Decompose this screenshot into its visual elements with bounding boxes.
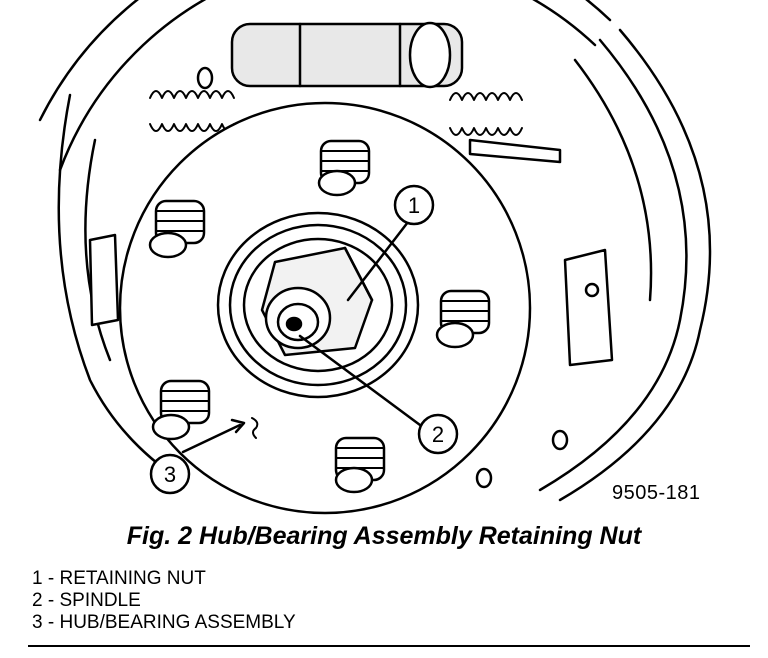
callout-label-2: 2 xyxy=(432,422,444,447)
legend: 1 - RETAINING NUT 2 - SPINDLE 3 - HUB/BE… xyxy=(32,568,296,634)
wheel-stud xyxy=(317,139,371,197)
callout-bubble-2 xyxy=(417,413,459,455)
callout-label-1: 1 xyxy=(408,193,420,218)
legend-item: 1 - RETAINING NUT xyxy=(32,568,296,590)
legend-number: 2 xyxy=(32,590,43,611)
callout-bubble-3 xyxy=(149,453,191,495)
wheel-stud xyxy=(151,379,211,441)
callout-label-3: 3 xyxy=(164,462,176,487)
spindle xyxy=(264,286,332,350)
leader-line-3 xyxy=(181,423,242,454)
wheel-stud xyxy=(334,436,386,494)
wheel-stud xyxy=(148,199,206,259)
right-shoe-clip xyxy=(563,248,614,367)
legend-item: 2 - SPINDLE xyxy=(32,590,296,612)
figure-code: 9505-181 xyxy=(612,482,701,504)
left-shoe-clip xyxy=(88,233,120,327)
brake-hub-illustration: 1 2 3 xyxy=(38,0,712,515)
legend-label: RETAINING NUT xyxy=(59,568,206,589)
adjuster-lever xyxy=(468,138,562,164)
legend-number: 1 xyxy=(32,568,43,589)
legend-label: HUB/BEARING ASSEMBLY xyxy=(59,612,296,633)
callout-leaders xyxy=(181,220,422,454)
wheel-studs xyxy=(148,139,491,494)
legend-separator: - xyxy=(42,612,60,633)
clip-pin xyxy=(584,282,600,298)
hub-mark xyxy=(251,417,259,439)
backing-plate xyxy=(38,0,712,502)
backing-hole xyxy=(551,429,569,451)
hub-center xyxy=(216,211,420,399)
legend-item: 3 - HUB/BEARING ASSEMBLY xyxy=(32,612,296,634)
backing-hole xyxy=(475,467,493,489)
legend-separator: - xyxy=(42,568,60,589)
wheel-cylinder xyxy=(230,21,464,89)
leader-arrow-3 xyxy=(230,418,246,434)
leader-line-1 xyxy=(346,220,410,302)
backing-hole xyxy=(196,66,214,90)
wheel-stud xyxy=(435,289,491,349)
legend-label: SPINDLE xyxy=(59,590,141,611)
figure-caption: Fig. 2 Hub/Bearing Assembly Retaining Nu… xyxy=(126,522,642,550)
return-springs xyxy=(149,90,523,136)
legend-separator: - xyxy=(42,590,60,611)
bottom-rule xyxy=(28,645,750,647)
callout-bubble-1 xyxy=(393,184,435,226)
legend-number: 3 xyxy=(32,612,43,633)
leader-line-2 xyxy=(298,334,422,427)
